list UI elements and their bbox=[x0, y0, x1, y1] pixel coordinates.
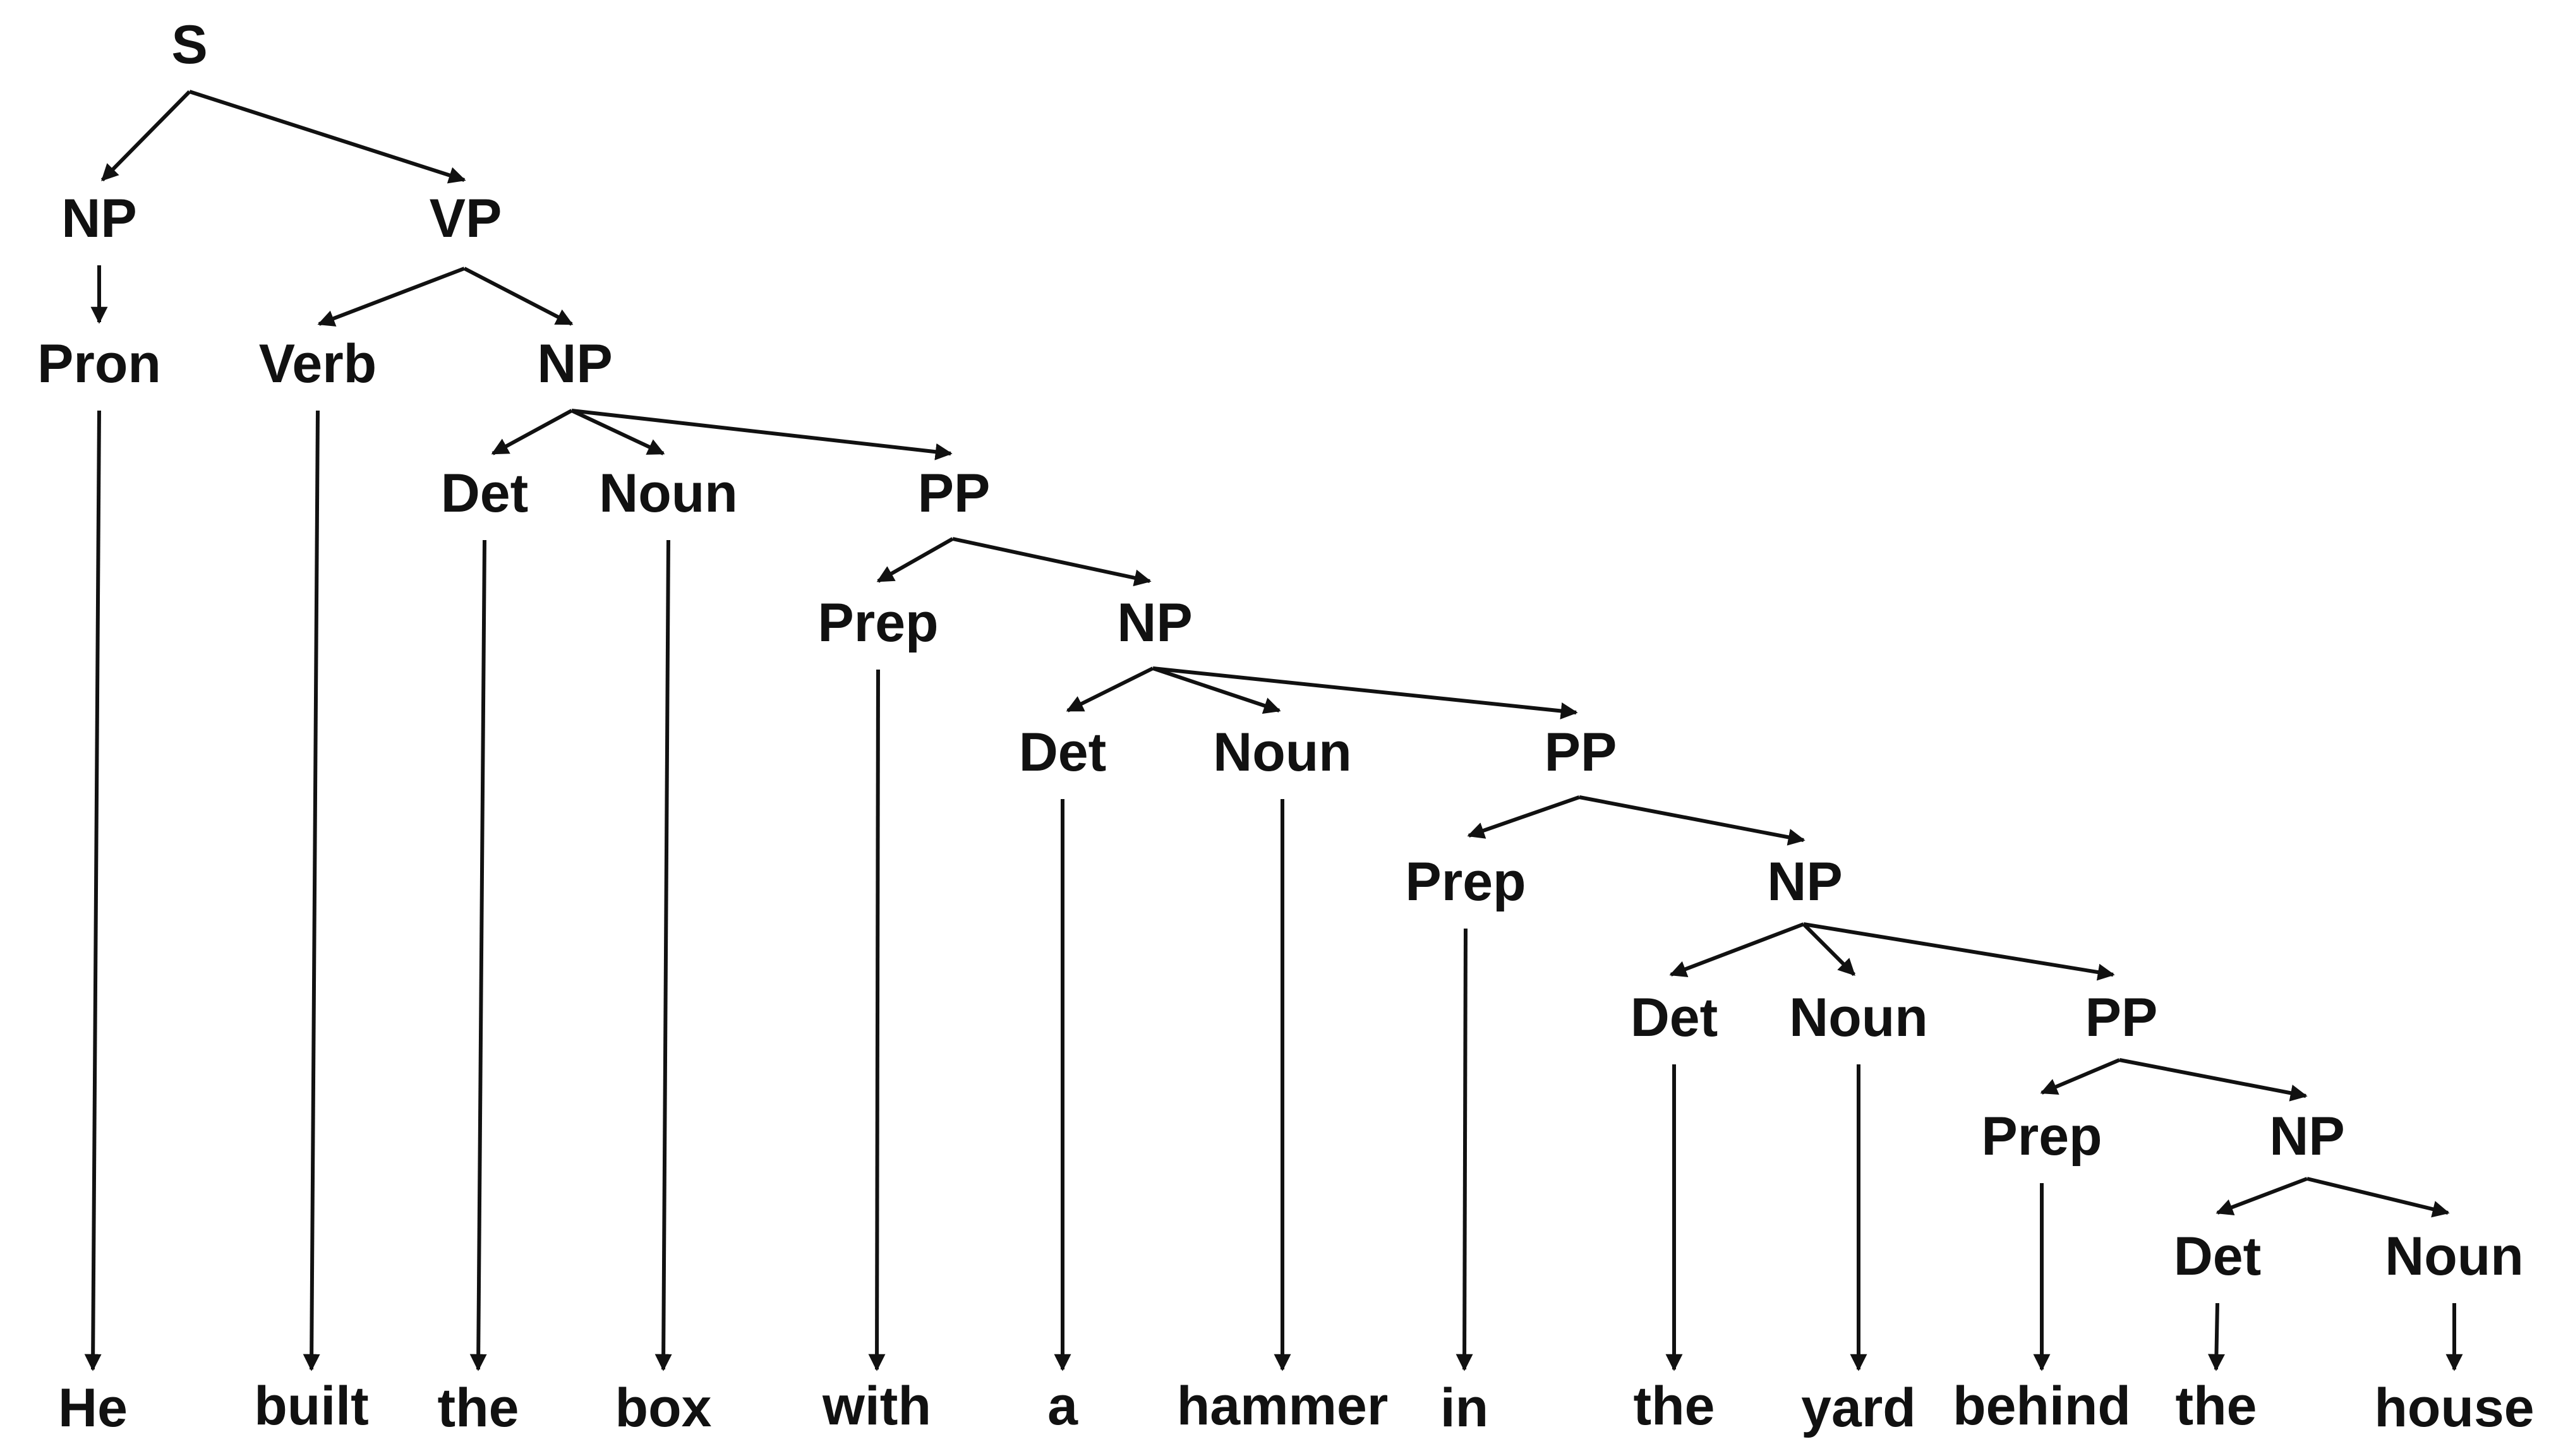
node-prep: Prep bbox=[817, 593, 938, 653]
tree-nodes: S NP VP Pron Verb NP Det Noun PP Prep NP… bbox=[37, 15, 2524, 1287]
node-noun: Noun bbox=[2385, 1226, 2524, 1287]
edge-det-the3 bbox=[2207, 1303, 2225, 1371]
edge-prep-with bbox=[868, 669, 886, 1371]
edge-prep-in bbox=[1456, 928, 1473, 1371]
node-pp: PP bbox=[918, 463, 991, 524]
edge-np4-noun bbox=[2306, 1177, 2450, 1218]
edge-vp-verb bbox=[317, 267, 466, 327]
node-noun: Noun bbox=[1789, 987, 1928, 1048]
word: the bbox=[2176, 1376, 2257, 1436]
edge-s-np bbox=[100, 90, 191, 182]
node-noun: Noun bbox=[1213, 722, 1352, 783]
node-np: NP bbox=[537, 334, 612, 394]
edge-vp-np bbox=[463, 267, 574, 326]
edge-pp-np bbox=[952, 537, 1152, 587]
edge-np3-pp bbox=[1803, 922, 2115, 981]
node-pp: PP bbox=[1545, 722, 1617, 783]
word: He bbox=[58, 1378, 128, 1438]
edge-np-det bbox=[491, 409, 573, 455]
node-pron: Pron bbox=[37, 334, 161, 394]
node-s: S bbox=[171, 15, 207, 75]
word: the bbox=[438, 1378, 519, 1438]
edge-pp3-np bbox=[2119, 1058, 2308, 1102]
edge-np-noun bbox=[570, 409, 665, 455]
edge-pp3-prep bbox=[2040, 1058, 2121, 1095]
word: a bbox=[1047, 1376, 1078, 1436]
edge-np4-det bbox=[2215, 1177, 2308, 1215]
word: house bbox=[2374, 1378, 2534, 1438]
word: built bbox=[254, 1376, 369, 1436]
edge-np2-noun bbox=[1152, 666, 1281, 714]
edge-s-vp bbox=[189, 90, 466, 184]
node-pp: PP bbox=[2085, 987, 2158, 1048]
node-np: NP bbox=[61, 188, 136, 249]
word: behind bbox=[1953, 1376, 2131, 1436]
node-vp: VP bbox=[430, 188, 502, 249]
word: yard bbox=[1801, 1378, 1916, 1438]
edge-pp2-np bbox=[1579, 795, 1805, 846]
word: the bbox=[1634, 1376, 1715, 1436]
node-det: Det bbox=[1019, 722, 1107, 783]
node-np: NP bbox=[1767, 851, 1842, 912]
node-det: Det bbox=[441, 463, 529, 524]
node-noun: Noun bbox=[599, 463, 738, 524]
edge-verb-built bbox=[303, 410, 320, 1371]
node-det: Det bbox=[2174, 1226, 2262, 1287]
edge-noun-box bbox=[654, 539, 672, 1371]
edge-np3-noun bbox=[1802, 922, 1856, 977]
word: hammer bbox=[1177, 1376, 1389, 1436]
edge-det-the bbox=[469, 539, 487, 1371]
node-np: NP bbox=[1117, 593, 1192, 653]
edge-np-pp bbox=[571, 409, 953, 460]
edge-np2-pp bbox=[1152, 666, 1578, 719]
edge-np3-det bbox=[1669, 922, 1805, 977]
tree-edges bbox=[84, 90, 2463, 1371]
word: box bbox=[615, 1378, 712, 1438]
node-det: Det bbox=[1631, 987, 1718, 1048]
edge-pp2-prep bbox=[1467, 795, 1580, 839]
node-prep: Prep bbox=[1981, 1106, 2102, 1167]
edge-pron-he bbox=[84, 410, 102, 1371]
node-prep: Prep bbox=[1405, 851, 1526, 912]
word: with bbox=[822, 1376, 931, 1436]
word: in bbox=[1440, 1378, 1488, 1438]
edge-pp-prep bbox=[876, 537, 954, 583]
node-np: NP bbox=[2269, 1106, 2344, 1167]
sentence-words: He built the box with a hammer in the ya… bbox=[58, 1376, 2535, 1438]
node-verb: Verb bbox=[259, 334, 377, 394]
edge-np2-det bbox=[1066, 666, 1154, 713]
